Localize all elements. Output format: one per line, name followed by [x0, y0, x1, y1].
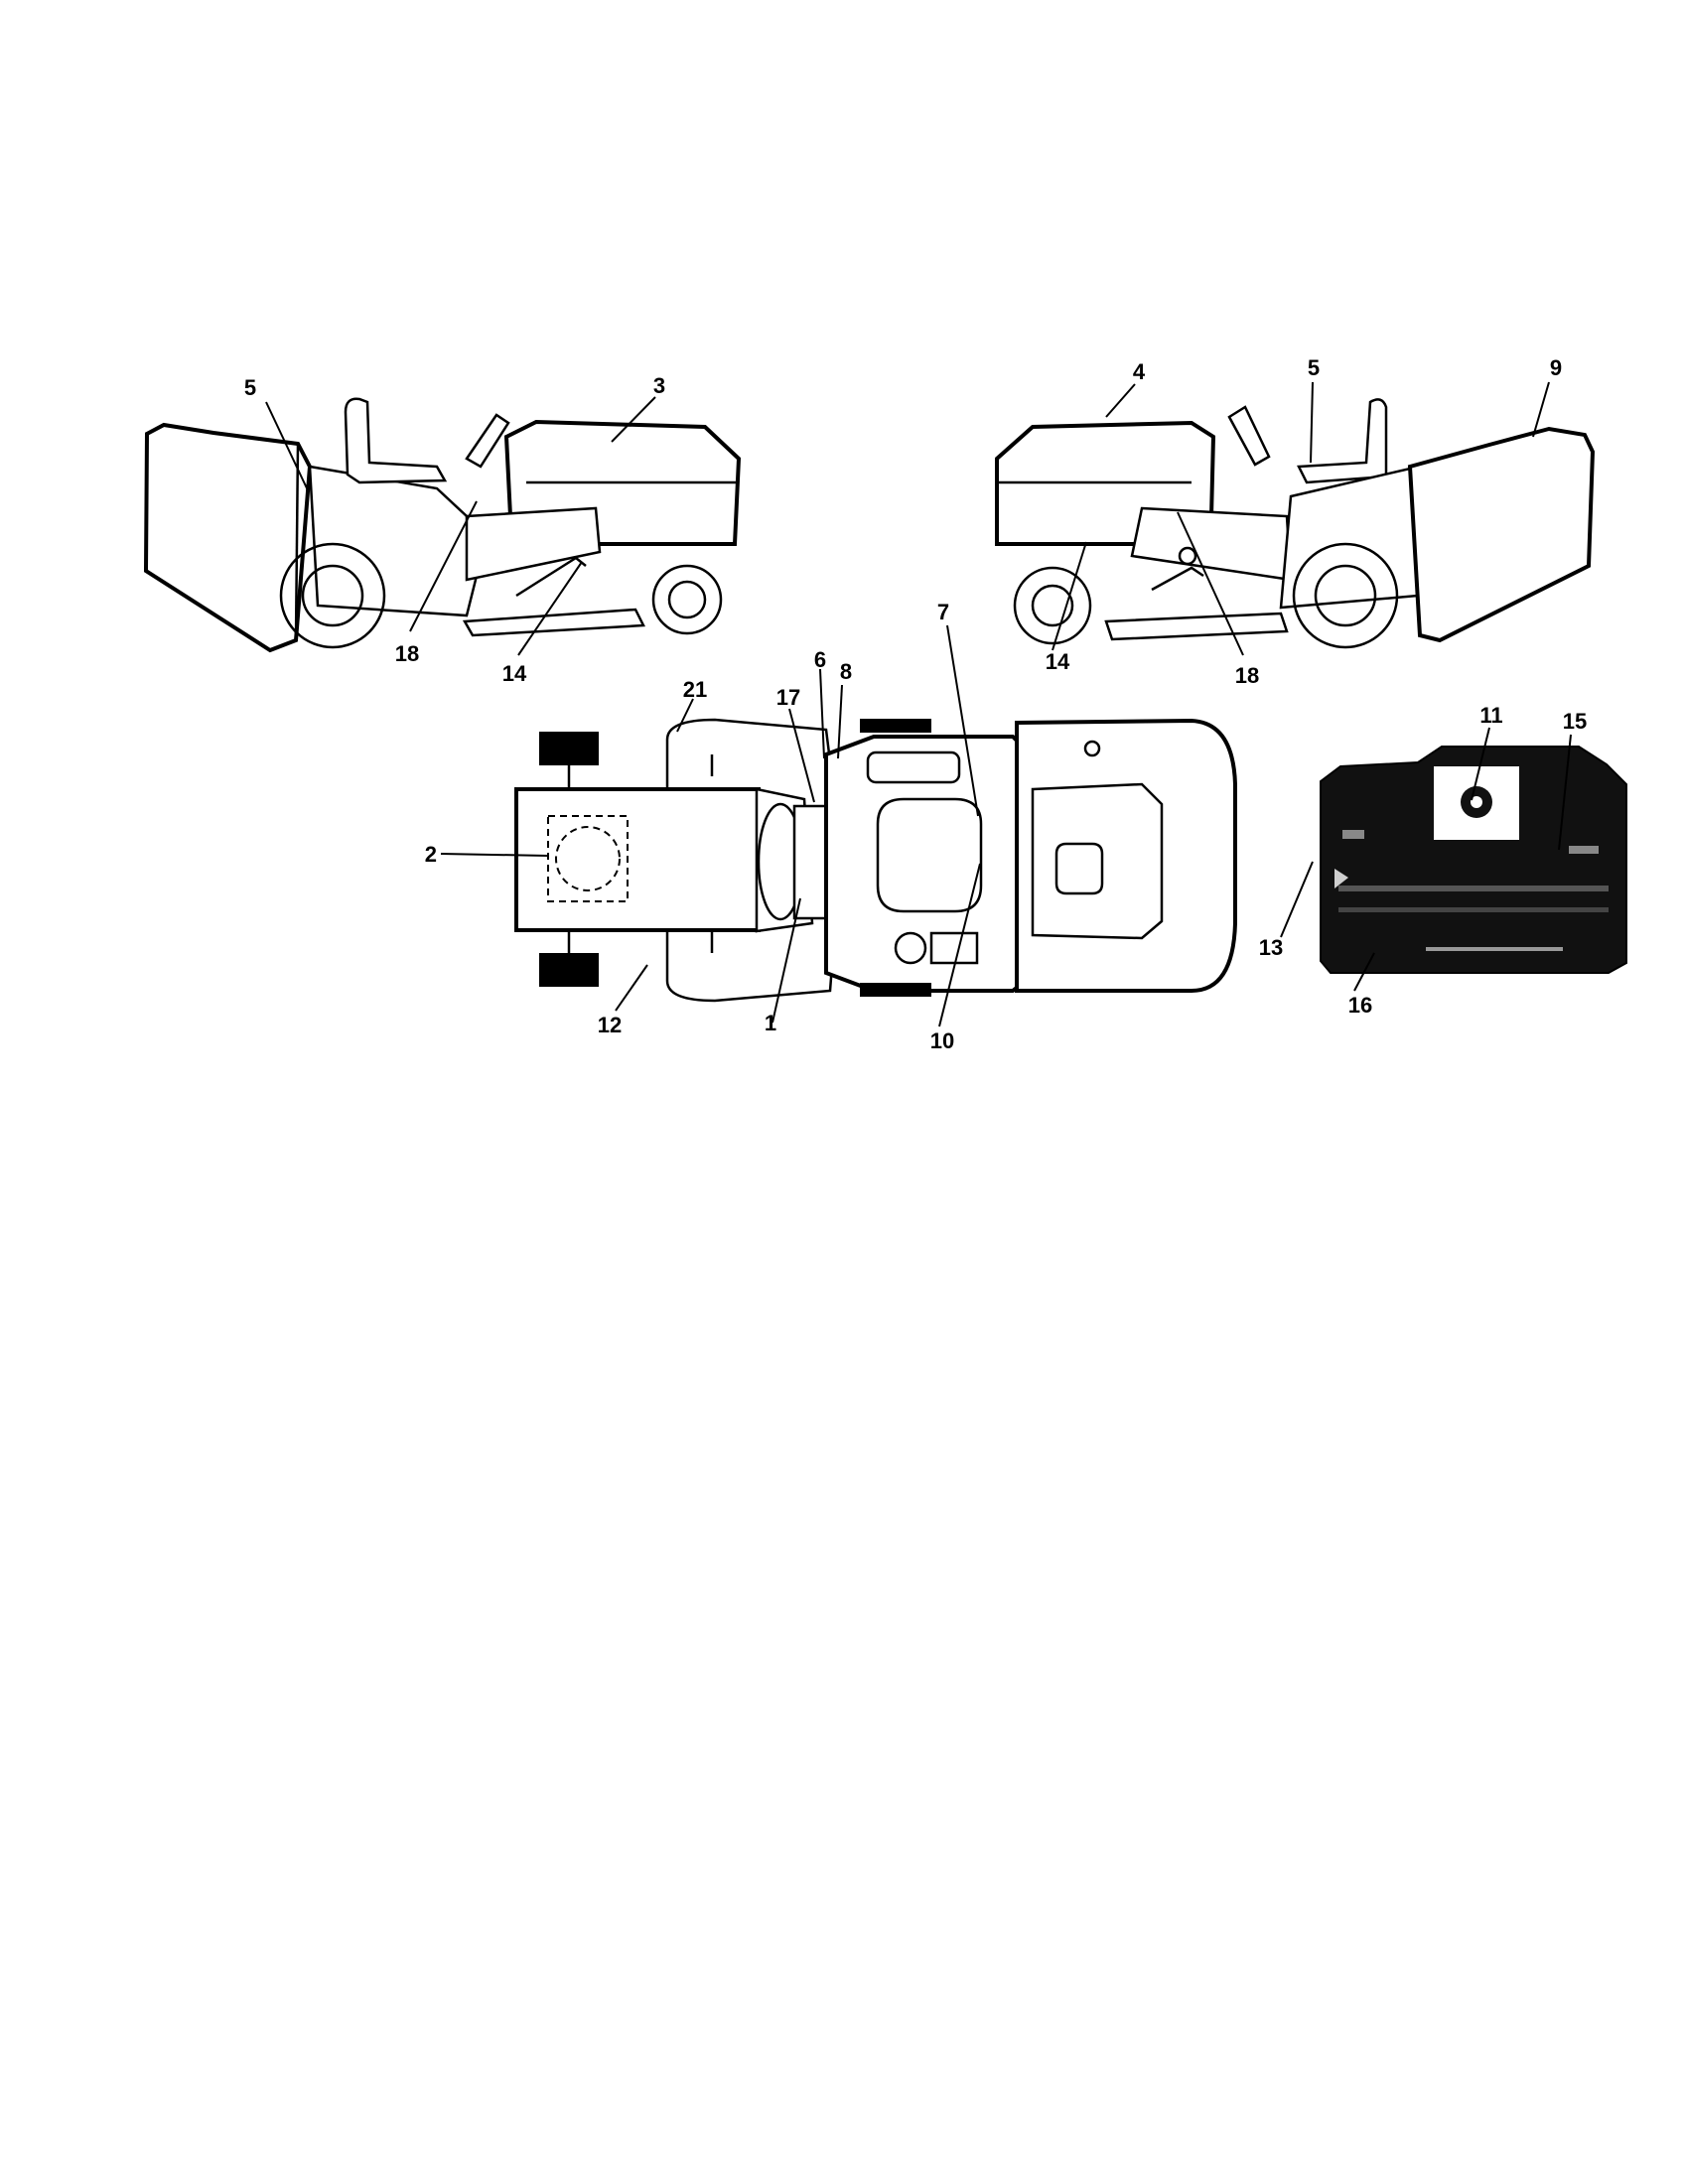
callout-18-right: 18: [1235, 663, 1259, 688]
callout-labels: 5 3 18 14 4 5 9 14 18 21 17 6 8 7 2 12 1…: [244, 355, 1587, 1053]
callout-5-right: 5: [1308, 355, 1320, 380]
leader-lines: [265, 381, 1572, 1027]
callout-18-left: 18: [395, 641, 419, 666]
callout-7: 7: [937, 600, 949, 624]
callout-14-right: 14: [1046, 649, 1070, 674]
callout-2: 2: [425, 842, 437, 867]
callout-6: 6: [814, 647, 826, 672]
dash-panel-view: [1320, 746, 1627, 974]
callout-8: 8: [840, 659, 852, 684]
callout-13: 13: [1259, 935, 1283, 960]
callout-3: 3: [653, 373, 665, 398]
callout-14-left: 14: [502, 661, 527, 686]
callout-11: 11: [1479, 703, 1502, 728]
callout-16: 16: [1348, 993, 1372, 1018]
callout-10: 10: [930, 1028, 954, 1053]
callout-12: 12: [598, 1013, 622, 1037]
callout-15: 15: [1563, 709, 1587, 734]
callout-5-left: 5: [244, 375, 256, 400]
callout-1: 1: [765, 1011, 776, 1035]
tractor-right-side-view: [995, 398, 1596, 649]
callout-9: 9: [1550, 355, 1562, 380]
tractor-top-view: [514, 718, 1237, 1003]
callout-17: 17: [776, 685, 800, 710]
tractor-left-side-view: [143, 397, 742, 653]
callout-4: 4: [1133, 359, 1146, 384]
callout-21: 21: [683, 677, 707, 702]
